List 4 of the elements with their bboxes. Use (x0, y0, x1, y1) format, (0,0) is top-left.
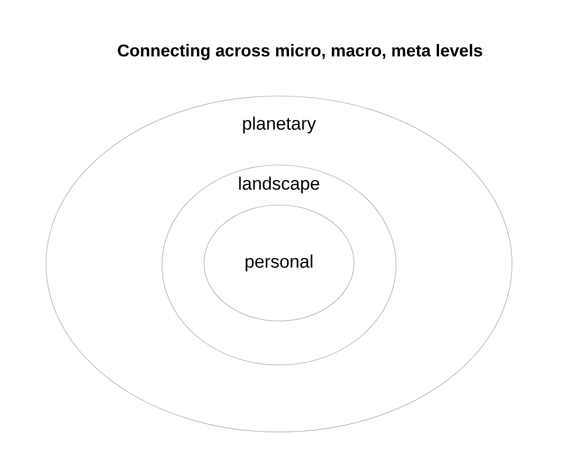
ring-label: planetary (243, 116, 316, 134)
title: Connecting across micro, macro, meta levels (118, 44, 482, 60)
ring-label: personal (246, 254, 312, 272)
ring-label: landscape (239, 176, 320, 194)
